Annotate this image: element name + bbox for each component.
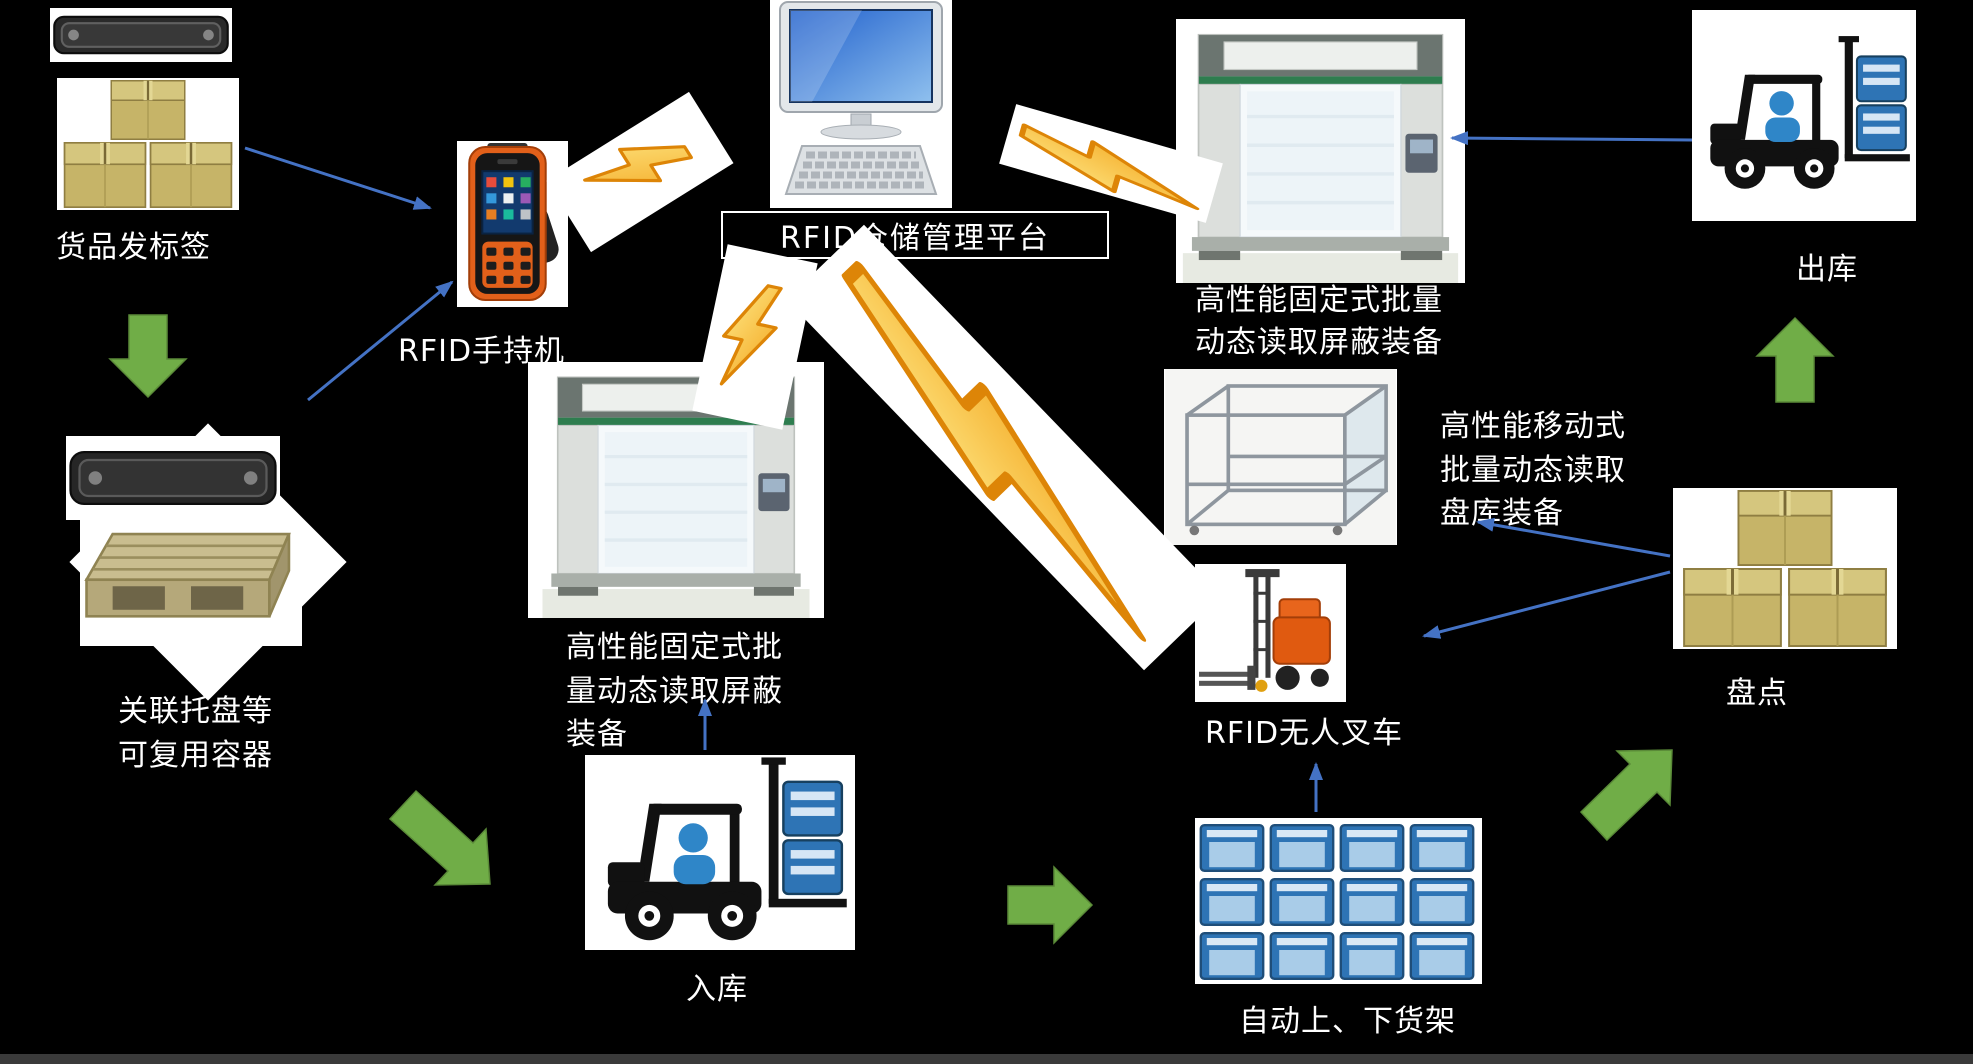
fixed-reader-right-card: [1176, 19, 1465, 283]
label-shelving: 自动上、下货架: [1239, 1004, 1456, 1039]
wireless-flash-handheld: [546, 91, 734, 253]
pallet-card: [80, 520, 302, 646]
label-handheld: RFID手持机: [398, 334, 566, 369]
lightning-bolt-icon: [707, 256, 803, 418]
flow-tagging-to-pallet: [108, 314, 188, 399]
carton-boxes-icon: [63, 80, 233, 208]
flow-stocktake-to-outbound: [1755, 316, 1835, 403]
link-stocktake-to-agv: [1422, 570, 1671, 639]
pallet-icon: [84, 532, 291, 618]
big-rfid-tag-card: [66, 436, 280, 520]
inbound-forklift-card: [585, 755, 855, 950]
lightning-bolt-icon: [803, 242, 1205, 653]
mobile-reader-card: [1164, 369, 1397, 545]
stocktake-boxes-card: [1673, 488, 1897, 649]
label-pallet-association: 关联托盘等 可复用容器: [118, 694, 273, 773]
goods-boxes-card: [57, 78, 239, 210]
outbound-forklift-card: [1692, 10, 1916, 221]
shelving-card: [1195, 818, 1482, 984]
link-outbound-to-gate: [1450, 131, 1693, 146]
label-mobile-reader: 高性能移动式 批量动态读取 盘库装备: [1440, 409, 1626, 531]
flow-to-inbound: [388, 789, 491, 886]
carton-boxes-icon: [1682, 490, 1888, 647]
label-fixed-reader-right: 高性能固定式批量 动态读取屏蔽装备: [1195, 283, 1443, 360]
flow-shelves-to-stocktake: [1579, 749, 1673, 842]
handheld-reader-icon: [468, 143, 559, 301]
bottom-edge: [0, 1054, 1973, 1064]
handheld-card: [457, 141, 568, 307]
label-goods-tagging: 货品发标签: [56, 230, 211, 265]
rfid-tag-card: [50, 8, 232, 62]
rfid-tag-icon: [69, 450, 277, 506]
shelf-bins-icon: [1199, 824, 1475, 980]
label-fixed-reader-mid: 高性能固定式批 量动态读取屏蔽 装备: [566, 630, 783, 752]
label-inbound: 入库: [686, 972, 748, 1007]
label-stocktake: 盘点: [1726, 676, 1788, 711]
label-agv-forklift: RFID无人叉车: [1205, 716, 1404, 751]
wireless-flash-agv: [786, 224, 1222, 671]
desktop-computer-icon: [779, 1, 943, 195]
forklift-icon: [585, 755, 855, 950]
frame-rack-icon: [1165, 369, 1396, 545]
agv-forklift-icon: [1199, 569, 1331, 692]
platform-title-box: RFID仓储管理平台: [721, 211, 1109, 259]
lightning-bolt-icon: [559, 105, 720, 239]
flow-inbound-to-shelves: [1007, 865, 1094, 945]
computer-card: [770, 0, 952, 208]
agv-card: [1195, 564, 1346, 702]
door-reader-gate-icon: [1176, 19, 1465, 283]
label-outbound: 出库: [1796, 252, 1858, 287]
rfid-tag-icon: [53, 15, 229, 55]
forklift-icon: [1692, 10, 1916, 221]
link-boxes-to-handheld: [244, 146, 432, 210]
